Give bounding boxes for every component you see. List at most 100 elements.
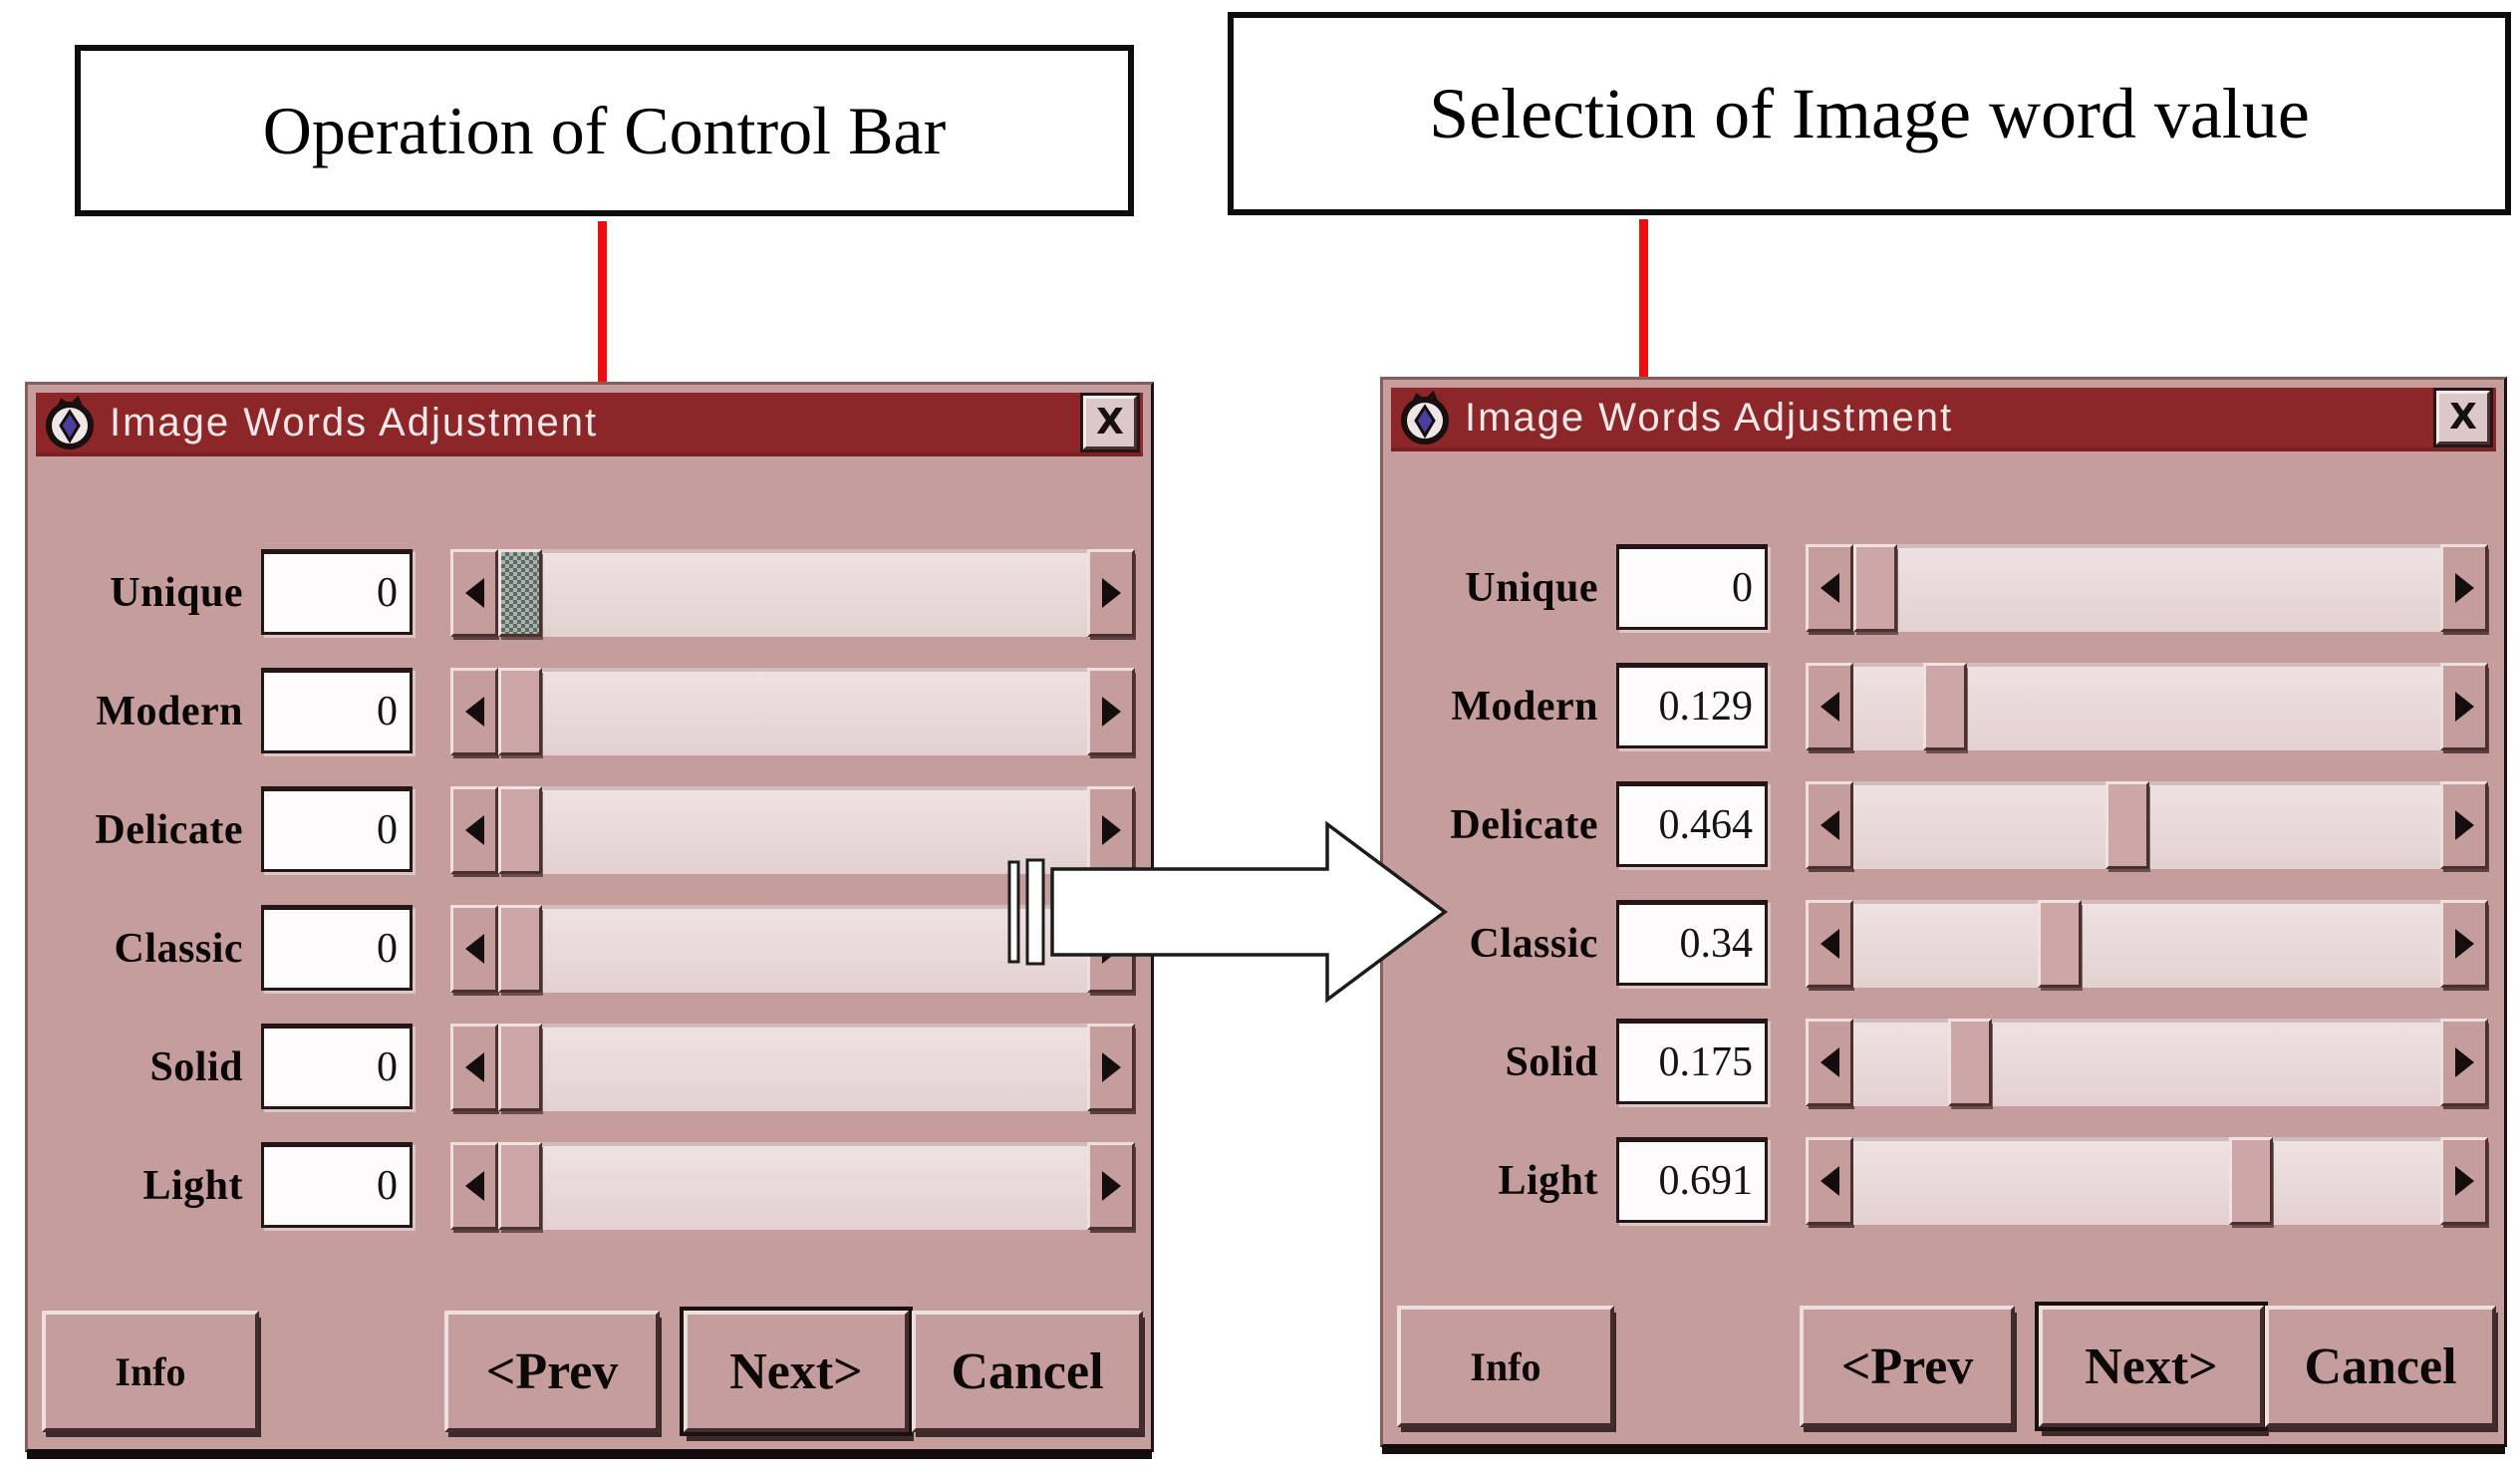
scroll-left-button[interactable] xyxy=(1806,663,1853,750)
value-field[interactable] xyxy=(1616,1137,1768,1223)
scroll-track[interactable] xyxy=(1853,781,2440,869)
scrollbar xyxy=(1806,781,2488,869)
value-field[interactable] xyxy=(261,668,413,753)
scroll-right-button[interactable] xyxy=(2440,781,2488,869)
row-label: Light xyxy=(142,1163,243,1209)
slider-row: Unique xyxy=(1397,542,2490,634)
flow-right-arrow-icon xyxy=(996,810,1465,1015)
value-field[interactable] xyxy=(1616,1019,1768,1104)
value-field[interactable] xyxy=(261,786,413,872)
scroll-left-button[interactable] xyxy=(450,549,498,637)
scroll-left-button[interactable] xyxy=(450,1024,498,1111)
scroll-left-button[interactable] xyxy=(1806,900,1853,988)
scroll-track[interactable] xyxy=(498,905,1087,993)
scroll-left-button[interactable] xyxy=(1806,544,1853,632)
next-button[interactable]: Next> xyxy=(2039,1306,2264,1427)
left-triangle-icon xyxy=(464,578,484,608)
left-triangle-icon xyxy=(1820,573,1839,603)
slider-row: Modern xyxy=(1397,661,2490,752)
slider-row: Solid xyxy=(42,1022,1137,1113)
scroll-left-button[interactable] xyxy=(450,905,498,993)
close-button[interactable]: X xyxy=(1080,393,1140,452)
scrollbar xyxy=(1806,900,2488,988)
right-triangle-icon xyxy=(1101,697,1121,727)
scrollbar xyxy=(450,668,1135,755)
scroll-thumb[interactable] xyxy=(498,905,542,993)
scroll-left-button[interactable] xyxy=(1806,1019,1853,1106)
annotation-right: Selection of Image word value xyxy=(1228,12,2511,215)
value-field[interactable] xyxy=(261,549,413,635)
scroll-left-button[interactable] xyxy=(450,1142,498,1230)
scroll-left-button[interactable] xyxy=(1806,781,1853,869)
scroll-right-button[interactable] xyxy=(1087,786,1135,874)
scroll-thumb[interactable] xyxy=(1923,663,1968,750)
scroll-right-button[interactable] xyxy=(1087,1024,1135,1111)
scroll-right-button[interactable] xyxy=(2440,1019,2488,1106)
value-field[interactable] xyxy=(1616,900,1768,986)
value-field[interactable] xyxy=(1616,663,1768,748)
scroll-track[interactable] xyxy=(1853,900,2440,988)
scroll-right-button[interactable] xyxy=(2440,1137,2488,1225)
scroll-thumb[interactable] xyxy=(1853,544,1897,632)
value-field[interactable] xyxy=(1616,544,1768,630)
cancel-button[interactable]: Cancel xyxy=(912,1311,1143,1432)
close-button[interactable]: X xyxy=(2433,388,2493,447)
left-triangle-icon xyxy=(464,1052,484,1082)
scroll-left-button[interactable] xyxy=(450,786,498,874)
scroll-thumb[interactable] xyxy=(2228,1137,2273,1225)
right-triangle-icon xyxy=(1101,1171,1121,1201)
scroll-track[interactable] xyxy=(498,1024,1087,1111)
scroll-track[interactable] xyxy=(1853,544,2440,632)
row-label: Delicate xyxy=(95,807,243,853)
scroll-thumb[interactable] xyxy=(498,1142,542,1230)
scroll-thumb[interactable] xyxy=(498,549,542,637)
scroll-thumb[interactable] xyxy=(2038,900,2083,988)
scroll-right-button[interactable] xyxy=(1087,668,1135,755)
scroll-left-button[interactable] xyxy=(450,668,498,755)
annotation-right-text: Selection of Image word value xyxy=(1429,73,2310,153)
scrollbar xyxy=(1806,1137,2488,1225)
scroll-track[interactable] xyxy=(1853,1137,2440,1225)
scroll-track[interactable] xyxy=(498,668,1087,755)
slider-row: Delicate xyxy=(42,784,1137,876)
scroll-right-button[interactable] xyxy=(1087,549,1135,637)
scroll-track[interactable] xyxy=(498,549,1087,637)
info-button[interactable]: Info xyxy=(42,1311,259,1432)
row-label: Unique xyxy=(110,570,243,616)
value-field[interactable] xyxy=(261,1142,413,1228)
prev-button[interactable]: <Prev xyxy=(1800,1306,2015,1427)
right-triangle-icon xyxy=(2454,573,2474,603)
scroll-thumb[interactable] xyxy=(498,1024,542,1111)
value-field[interactable] xyxy=(1616,781,1768,867)
row-label: Solid xyxy=(1505,1039,1598,1085)
row-label: Unique xyxy=(1465,565,1598,611)
scroll-right-button[interactable] xyxy=(2440,663,2488,750)
scroll-track[interactable] xyxy=(1853,1019,2440,1106)
next-button[interactable]: Next> xyxy=(684,1311,909,1432)
scroll-thumb[interactable] xyxy=(498,668,542,755)
button-bar: Info <Prev Next> Cancel xyxy=(38,1311,1143,1432)
value-field[interactable] xyxy=(261,905,413,991)
cancel-button[interactable]: Cancel xyxy=(2265,1306,2496,1427)
scroll-right-button[interactable] xyxy=(2440,544,2488,632)
window-title: Image Words Adjustment xyxy=(1465,395,1954,440)
scrollbar xyxy=(1806,1019,2488,1106)
value-field[interactable] xyxy=(261,1024,413,1109)
scroll-thumb[interactable] xyxy=(498,786,542,874)
scrollbar xyxy=(1806,663,2488,750)
left-triangle-icon xyxy=(1820,692,1839,722)
scroll-thumb[interactable] xyxy=(2104,781,2149,869)
scroll-right-button[interactable] xyxy=(2440,900,2488,988)
prev-button[interactable]: <Prev xyxy=(444,1311,660,1432)
info-button[interactable]: Info xyxy=(1397,1306,1614,1427)
row-label: Classic xyxy=(1469,921,1598,967)
right-triangle-icon xyxy=(1101,815,1121,845)
scroll-track[interactable] xyxy=(498,1142,1087,1230)
scroll-left-button[interactable] xyxy=(1806,1137,1853,1225)
row-label: Delicate xyxy=(1450,802,1598,848)
scroll-track[interactable] xyxy=(1853,663,2440,750)
scroll-track[interactable] xyxy=(498,786,1087,874)
left-triangle-icon xyxy=(464,1171,484,1201)
scroll-thumb[interactable] xyxy=(1948,1019,1993,1106)
scroll-right-button[interactable] xyxy=(1087,1142,1135,1230)
